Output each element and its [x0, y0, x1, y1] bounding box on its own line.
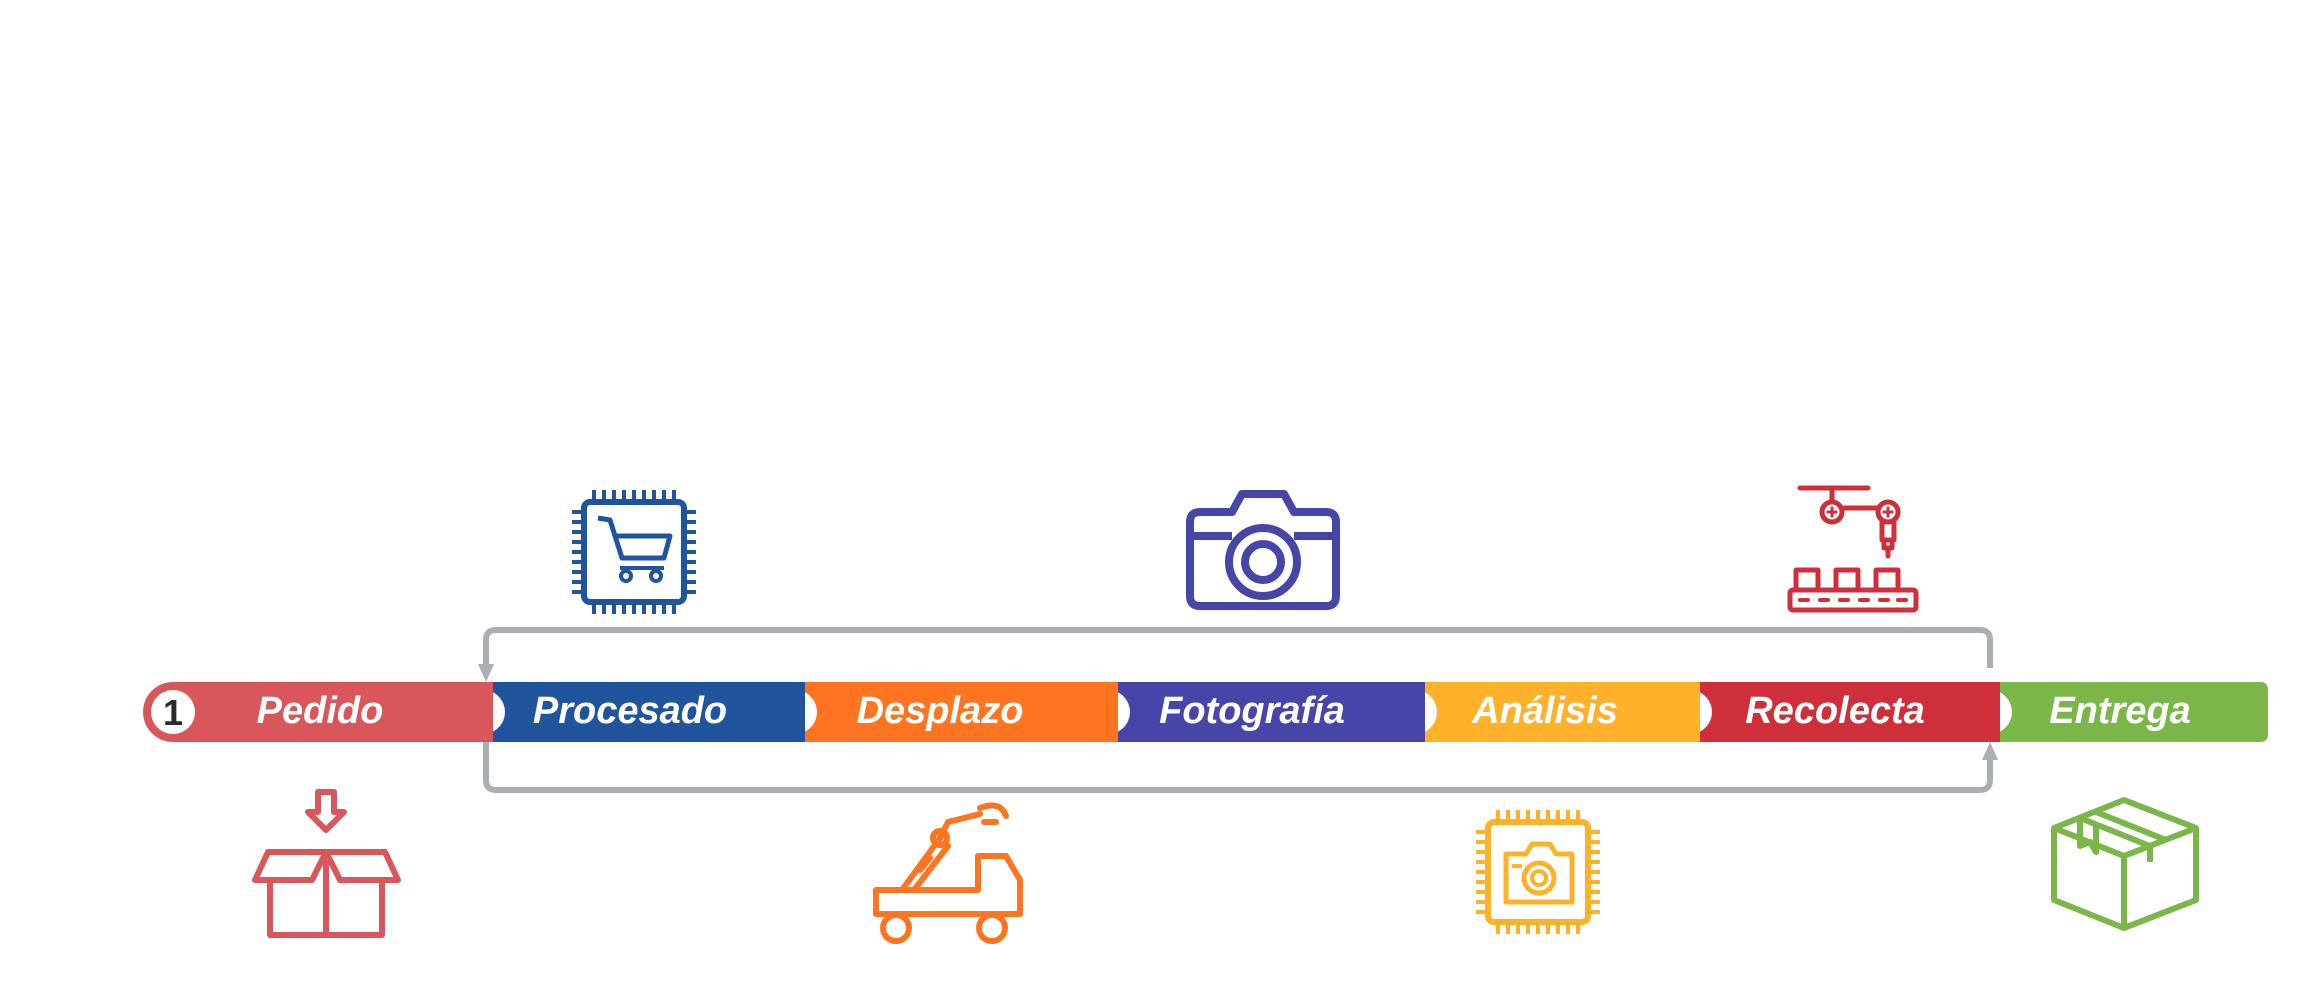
camera-icon: [1186, 490, 1340, 610]
feedback-loop: [478, 627, 1998, 793]
step-6-pill: [1660, 682, 2000, 742]
step-2-pill: [453, 682, 805, 742]
loop-bottom-connector: [483, 742, 1993, 793]
box-icon: [2051, 797, 2199, 931]
chip-cart-icon: [572, 490, 696, 614]
step-5: 5 Análisis: [1385, 682, 1700, 742]
step-4-label: Fotografía: [1159, 690, 1345, 732]
step-3-label: Desplazo: [857, 690, 1024, 732]
loop-top-arrowhead: [478, 664, 494, 682]
step-1: 1 Pedido: [143, 682, 493, 742]
step-1-label: Pedido: [257, 690, 384, 732]
step-2: 2 Procesado: [453, 682, 805, 742]
step-7: 7 Entrega: [1960, 682, 2268, 742]
step-1-number-badge: [151, 690, 195, 734]
step-7-label: Entrega: [2049, 690, 2190, 732]
step-4: 4 Fotografía: [1078, 682, 1425, 742]
crane-truck-icon: [873, 802, 1023, 944]
step-6-label: Recolecta: [1745, 690, 1925, 732]
step-7-pill: [1960, 682, 2268, 742]
step-3-pill: [765, 682, 1118, 742]
step-bar: 7 Entrega 6 Recolecta 5 Análisis 4 Fotog…: [143, 682, 2268, 742]
package-arrow-icon: [252, 789, 401, 938]
step-1-number: 1: [163, 692, 183, 733]
step-6: 6 Recolecta: [1660, 682, 2000, 742]
chip-camera-icon: [1476, 810, 1600, 934]
robot-conveyor-icon: [1787, 485, 1919, 613]
step-5-label: Análisis: [1471, 690, 1618, 732]
step-4-pill: [1078, 682, 1425, 742]
step-1-pill: [143, 682, 493, 742]
step-5-pill: [1385, 682, 1700, 742]
step-2-label: Procesado: [533, 690, 727, 732]
step-3: 3 Desplazo: [765, 682, 1118, 742]
loop-bottom-arrowhead: [1982, 742, 1998, 760]
loop-top-connector: [483, 627, 1993, 668]
